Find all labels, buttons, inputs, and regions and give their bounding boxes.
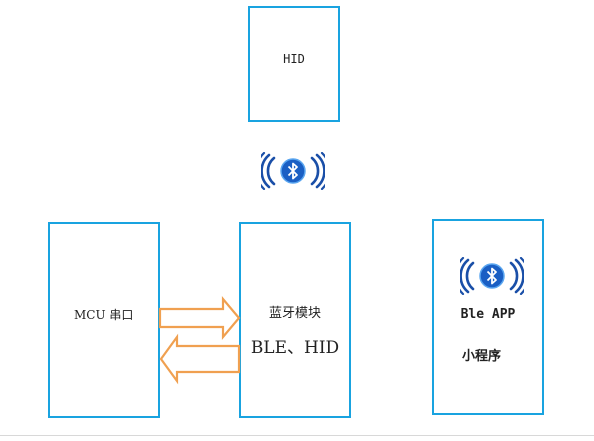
bluetooth-module-box: 蓝牙模块 BLE、HID [239,222,351,418]
hid-box: HID [248,6,340,122]
ble-app-title: Ble APP [460,307,516,322]
mini-program-label: 小程序 [462,349,502,364]
hid-label: HID [283,52,305,66]
arrow-right [158,295,241,341]
bluetooth-signal-icon [261,152,325,190]
bluetooth-signal-icon [460,257,524,295]
bluetooth-module-protocols: BLE、HID [250,338,340,358]
arrow-left [159,333,241,385]
ble-app-box: Ble APP 小程序 [432,219,544,415]
mcu-serial-label: MCU 串口 [74,308,134,322]
mcu-serial-box: MCU 串口 [48,222,160,418]
bluetooth-module-title: 蓝牙模块 [268,306,321,321]
bottom-divider [0,435,594,436]
